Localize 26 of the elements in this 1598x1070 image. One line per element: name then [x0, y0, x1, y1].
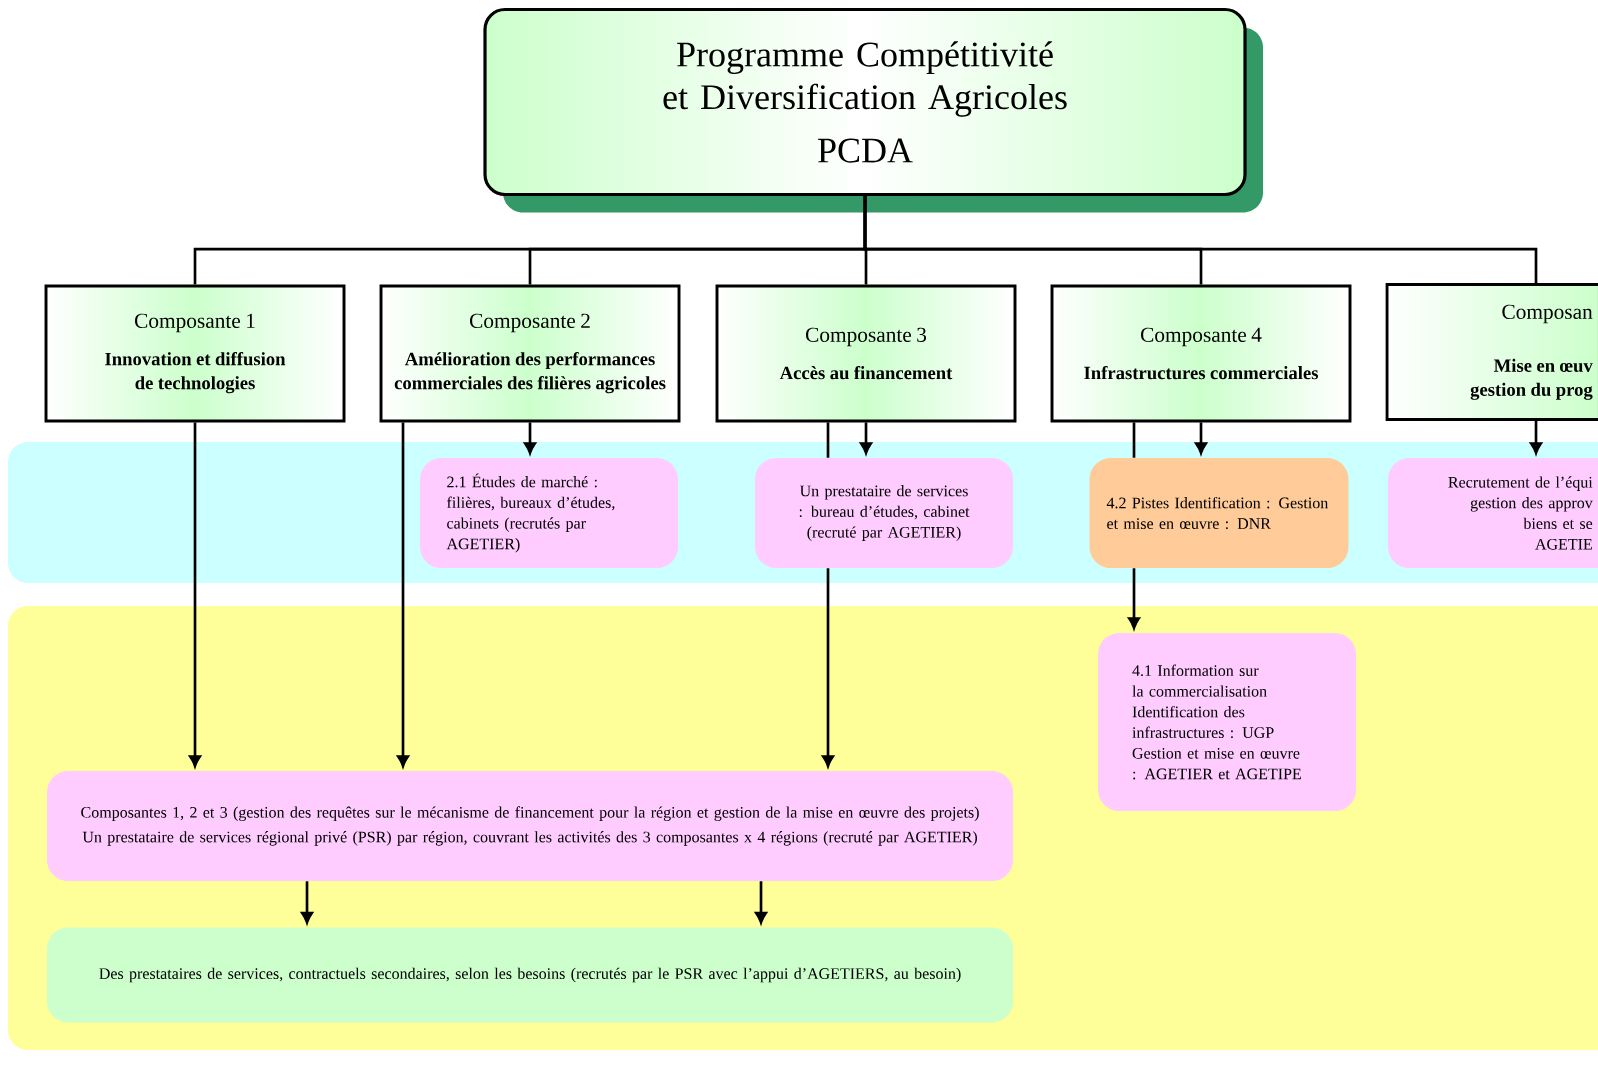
process-box: Composantes 1, 2 et 3 (gestion des requêtes sur le mécanisme de financement pour la région et gestion de la mise en œuvre des projets) Un prestataire de services régional privé (PSR) par région, couvrant les activités des 3 composantes x 4 régions (recruté par AGETIER)	[47, 771, 1013, 881]
component-box: Composante 4 Infrastructures commerciales	[1050, 284, 1352, 423]
arrow	[1530, 420, 1542, 455]
arrow	[301, 881, 313, 924]
component-box: Composante 1 Innovation et diffusion de technologies	[44, 284, 346, 423]
arrow	[755, 881, 767, 924]
component-box: Composan Mise en œuv gestion du prog	[1385, 283, 1598, 421]
arrow	[822, 568, 834, 768]
process-box: 4.1 Information sur la commercialisation Identification des infrastructures : UGP Gestion et mise en œuvre : AGETIER et AGETIPE	[1098, 633, 1356, 811]
arrow	[189, 422, 201, 768]
arrow	[1195, 422, 1207, 455]
connector-line	[1132, 422, 1136, 458]
process-box: Un prestataire de services : bureau d’études, cabinet (recruté par AGETIER)	[755, 458, 1013, 568]
arrow	[397, 422, 409, 768]
component-box: Composante 2 Amélioration des performances commerciales des filières agricoles	[379, 284, 681, 423]
connector-line	[863, 196, 1538, 285]
title-box: Programme Compétitivité et Diversification Agricoles PCDA	[483, 7, 1263, 213]
connector-line	[826, 422, 830, 458]
arrow	[524, 422, 536, 455]
arrow	[1128, 568, 1140, 630]
process-box: 4.2 Pistes Identification : Gestion et mise en œuvre : DNR	[1089, 458, 1349, 568]
process-box: Recrutement de l’équi gestion des approv biens et se AGETIE	[1388, 458, 1598, 568]
component-box: Composante 3 Accès au financement	[715, 284, 1017, 423]
process-box: 2.1 Études de marché : filières, bureaux d’études, cabinets (recrutés par AGETIER)	[420, 458, 678, 568]
arrow	[860, 422, 872, 455]
process-box: Des prestataires de services, contractuels secondaires, selon les besoins (recrutés par le PSR avec l’appui d’AGETIERS, au besoin)	[47, 927, 1013, 1023]
